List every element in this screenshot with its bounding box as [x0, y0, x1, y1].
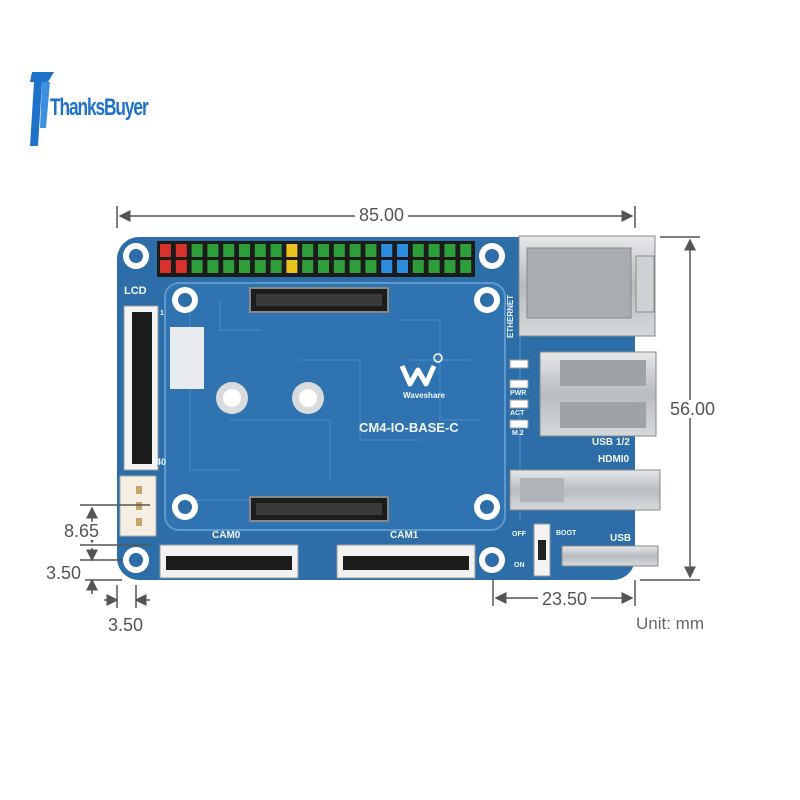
usb12-label: USB 1/2	[592, 437, 630, 448]
width-dimension-label: 85.00	[355, 206, 409, 224]
gpio-pin	[302, 260, 314, 273]
usb-port	[561, 545, 659, 567]
gpio-pin	[175, 260, 187, 273]
silk-pad	[170, 327, 204, 389]
gpio-pin	[175, 244, 187, 257]
gpio-header	[157, 241, 475, 277]
gpio-pin	[349, 260, 361, 273]
gpio-pin	[333, 260, 345, 273]
gpio-pin	[365, 260, 377, 273]
mounting-holes	[123, 243, 505, 573]
gpio-pin	[460, 244, 472, 257]
gpio-pin	[160, 260, 171, 273]
height-dimension-label: 56.00	[666, 400, 720, 418]
gpio-pin	[349, 244, 361, 257]
gpio-pin	[381, 244, 393, 257]
off-label: OFF	[512, 531, 526, 538]
gpio-pin	[444, 260, 456, 273]
connector-offset-label: 8.65	[60, 522, 104, 540]
logo-text: ThanksBuyer	[50, 94, 149, 121]
waveshare-logo-icon	[399, 353, 443, 387]
gpio-pin	[428, 260, 440, 273]
gpio-pin	[191, 244, 203, 257]
unit-label: Unit: mm	[636, 614, 704, 633]
usb-label: USB	[610, 533, 632, 544]
right-offset-label: 23.50	[538, 590, 592, 608]
gpio-pin	[412, 260, 424, 273]
gpio-pin	[239, 260, 250, 273]
gpio-pin	[397, 244, 408, 257]
gpio-pin	[223, 244, 235, 257]
board-model-label: CM4-IO-BASE-C	[359, 420, 459, 435]
gpio-pin	[286, 244, 298, 257]
gpio-pin	[270, 244, 282, 257]
pin1-label: 1	[160, 310, 164, 317]
lcd-label: LCD	[124, 285, 147, 297]
hole-offset-x-label: 3.50	[104, 616, 148, 634]
gpio-pin	[302, 244, 314, 257]
boot-label: BOOT	[556, 530, 577, 537]
gpio-pin	[397, 260, 408, 273]
gpio-pin	[333, 244, 345, 257]
gpio-pin	[365, 244, 377, 257]
on-label: ON	[514, 562, 525, 569]
cam0-label: CAM0	[212, 530, 241, 541]
pwr-label: PWR	[510, 390, 527, 397]
gpio-pin	[318, 260, 329, 273]
gpio-pin	[286, 260, 298, 273]
act-label: ACT	[510, 410, 525, 417]
status-leds	[509, 359, 529, 429]
thanksbuyer-logo-icon	[30, 72, 54, 146]
gpio-pin	[412, 244, 424, 257]
m2-label: M.2	[512, 430, 524, 437]
gpio-pin	[239, 244, 250, 257]
gpio-pin	[160, 244, 171, 257]
gpio-pin	[254, 260, 266, 273]
logo	[30, 68, 160, 150]
cam1-label: CAM1	[390, 530, 419, 541]
gpio-header-body	[157, 241, 475, 277]
gpio-pin	[207, 244, 219, 257]
cm4-outline	[164, 282, 506, 531]
gpio-pin	[254, 244, 266, 257]
gpio-pin	[381, 260, 393, 273]
hdmi0-label: HDMI0	[598, 454, 630, 465]
gpio-pin	[318, 244, 329, 257]
ethernet-label: ETHERNET	[506, 294, 515, 338]
gpio-pin	[191, 260, 203, 273]
gpio-pin	[207, 260, 219, 273]
gpio-pin	[428, 244, 440, 257]
brand-label: Waveshare	[403, 391, 445, 400]
gpio-pin	[460, 260, 472, 273]
gpio-pin	[270, 260, 282, 273]
hole-offset-y-label: 3.50	[42, 564, 86, 582]
gpio-pin	[444, 244, 456, 257]
gpio-pin	[223, 260, 235, 273]
pin40-label: 40	[156, 457, 167, 467]
